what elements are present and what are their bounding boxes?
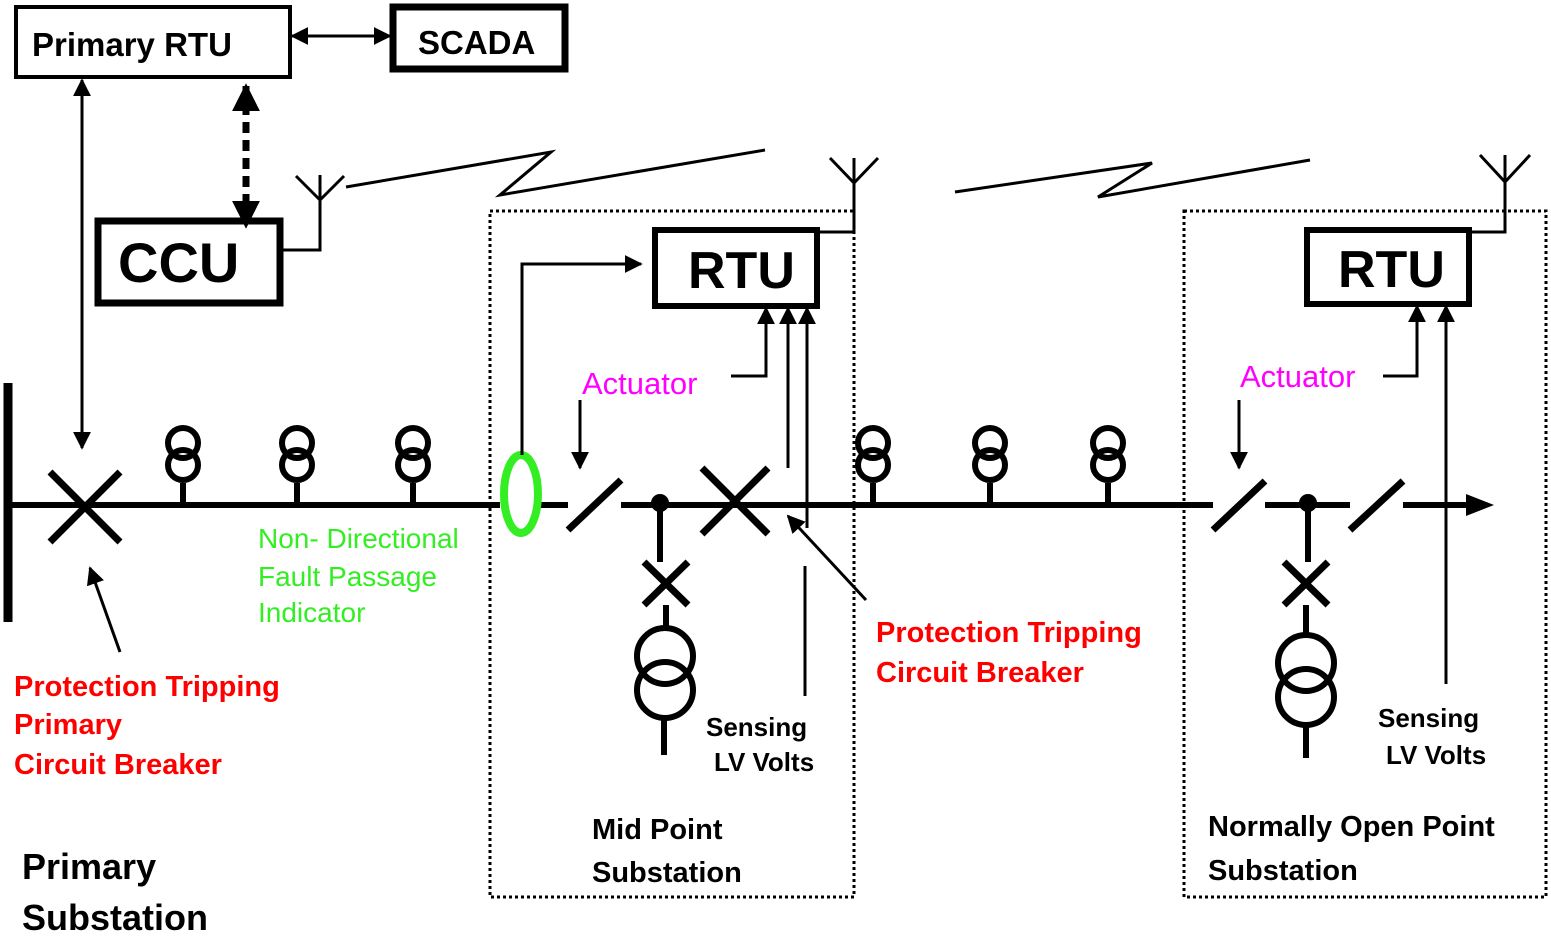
rtu-mid-label: RTU bbox=[688, 242, 795, 300]
nop-rtu-antenna-icon bbox=[1471, 153, 1532, 234]
rtu-mid-box: RTU bbox=[652, 227, 820, 309]
primary-rtu-label: Primary RTU bbox=[32, 26, 232, 63]
ccu-antenna-icon bbox=[282, 174, 346, 252]
actuator-mid-label: Actuator bbox=[582, 366, 697, 401]
feeder-continues-arrow bbox=[1466, 494, 1494, 516]
fpi-label: Non- Directional Fault Passage Indicator bbox=[258, 523, 459, 628]
svg-text:Fault Passage: Fault Passage bbox=[258, 561, 437, 592]
load-transformer-1 bbox=[165, 425, 201, 505]
scada-box: SCADA bbox=[389, 3, 569, 73]
svg-text:Indicator: Indicator bbox=[258, 597, 365, 628]
primary-cb-pointer bbox=[86, 566, 122, 653]
ccu-label: CCU bbox=[118, 231, 239, 294]
actuator-to-rtu-signal bbox=[731, 306, 775, 378]
mid-circuit-breaker bbox=[699, 465, 771, 537]
mid-rtu-antenna-icon bbox=[819, 156, 880, 234]
rtu-nop-label: RTU bbox=[1338, 241, 1445, 299]
nop-substation-boundary bbox=[1182, 209, 1548, 899]
svg-text:Mid Point: Mid Point bbox=[592, 814, 723, 846]
scada-label: SCADA bbox=[418, 24, 535, 61]
nop-transformer-breaker bbox=[1281, 559, 1331, 608]
fpi-to-rtu-signal bbox=[520, 255, 643, 455]
svg-text:Primary: Primary bbox=[22, 846, 156, 887]
radio-link-mid-nop bbox=[954, 158, 1311, 199]
primary-substation-label: Primary Substation bbox=[22, 846, 208, 938]
svg-text:Protection Tripping: Protection Tripping bbox=[14, 671, 280, 703]
fault-passage-indicator bbox=[500, 451, 542, 537]
actuator-nop-label: Actuator bbox=[1240, 359, 1355, 394]
load-transformer-5 bbox=[972, 425, 1008, 505]
svg-text:LV Volts: LV Volts bbox=[714, 747, 814, 777]
sensing-mid-label: Sensing LV Volts bbox=[706, 712, 814, 777]
svg-text:LV Volts: LV Volts bbox=[1386, 740, 1486, 770]
svg-text:Sensing: Sensing bbox=[1378, 703, 1479, 733]
mid-cb-pointer bbox=[786, 514, 868, 602]
load-transformer-2 bbox=[279, 425, 315, 505]
primary-circuit-breaker bbox=[47, 469, 123, 545]
load-transformer-6 bbox=[1090, 425, 1126, 505]
mid-switch bbox=[565, 477, 624, 533]
svg-text:Substation: Substation bbox=[1208, 855, 1358, 887]
svg-text:Normally Open Point: Normally Open Point bbox=[1208, 811, 1495, 843]
svg-text:Non- Directional: Non- Directional bbox=[258, 523, 459, 554]
mid-transformer-breaker bbox=[641, 559, 691, 608]
mid-cb-label: Protection Tripping Circuit Breaker bbox=[876, 617, 1142, 689]
svg-text:Substation: Substation bbox=[592, 857, 742, 889]
svg-text:Sensing: Sensing bbox=[706, 712, 807, 742]
svg-text:Protection Tripping: Protection Tripping bbox=[876, 617, 1142, 649]
nop-switch-1 bbox=[1210, 478, 1268, 533]
nop-actuator-to-rtu-signal bbox=[1383, 304, 1426, 378]
primary-rtu-box: Primary RTU bbox=[14, 5, 292, 79]
svg-text:Substation: Substation bbox=[22, 897, 208, 938]
svg-text:Circuit Breaker: Circuit Breaker bbox=[14, 749, 222, 781]
svg-text:Circuit Breaker: Circuit Breaker bbox=[876, 657, 1084, 689]
primary-cb-label: Protection Tripping Primary Circuit Brea… bbox=[14, 671, 280, 781]
ccu-box: CCU bbox=[94, 217, 284, 307]
svg-text:Primary: Primary bbox=[14, 709, 122, 741]
load-transformer-3 bbox=[395, 425, 431, 505]
nop-distribution-transformer bbox=[1275, 632, 1337, 728]
nop-substation-label: Normally Open Point Substation bbox=[1208, 811, 1495, 887]
mid-point-substation-boundary bbox=[488, 209, 856, 899]
radio-link-ccu-mid bbox=[345, 148, 766, 198]
sensing-nop-label: Sensing LV Volts bbox=[1378, 703, 1486, 770]
mid-substation-label: Mid Point Substation bbox=[592, 814, 742, 889]
load-transformer-4 bbox=[855, 425, 891, 505]
rtu-nop-box: RTU bbox=[1304, 227, 1472, 307]
nop-switch-2 bbox=[1347, 478, 1406, 533]
mid-distribution-transformer bbox=[634, 625, 696, 721]
